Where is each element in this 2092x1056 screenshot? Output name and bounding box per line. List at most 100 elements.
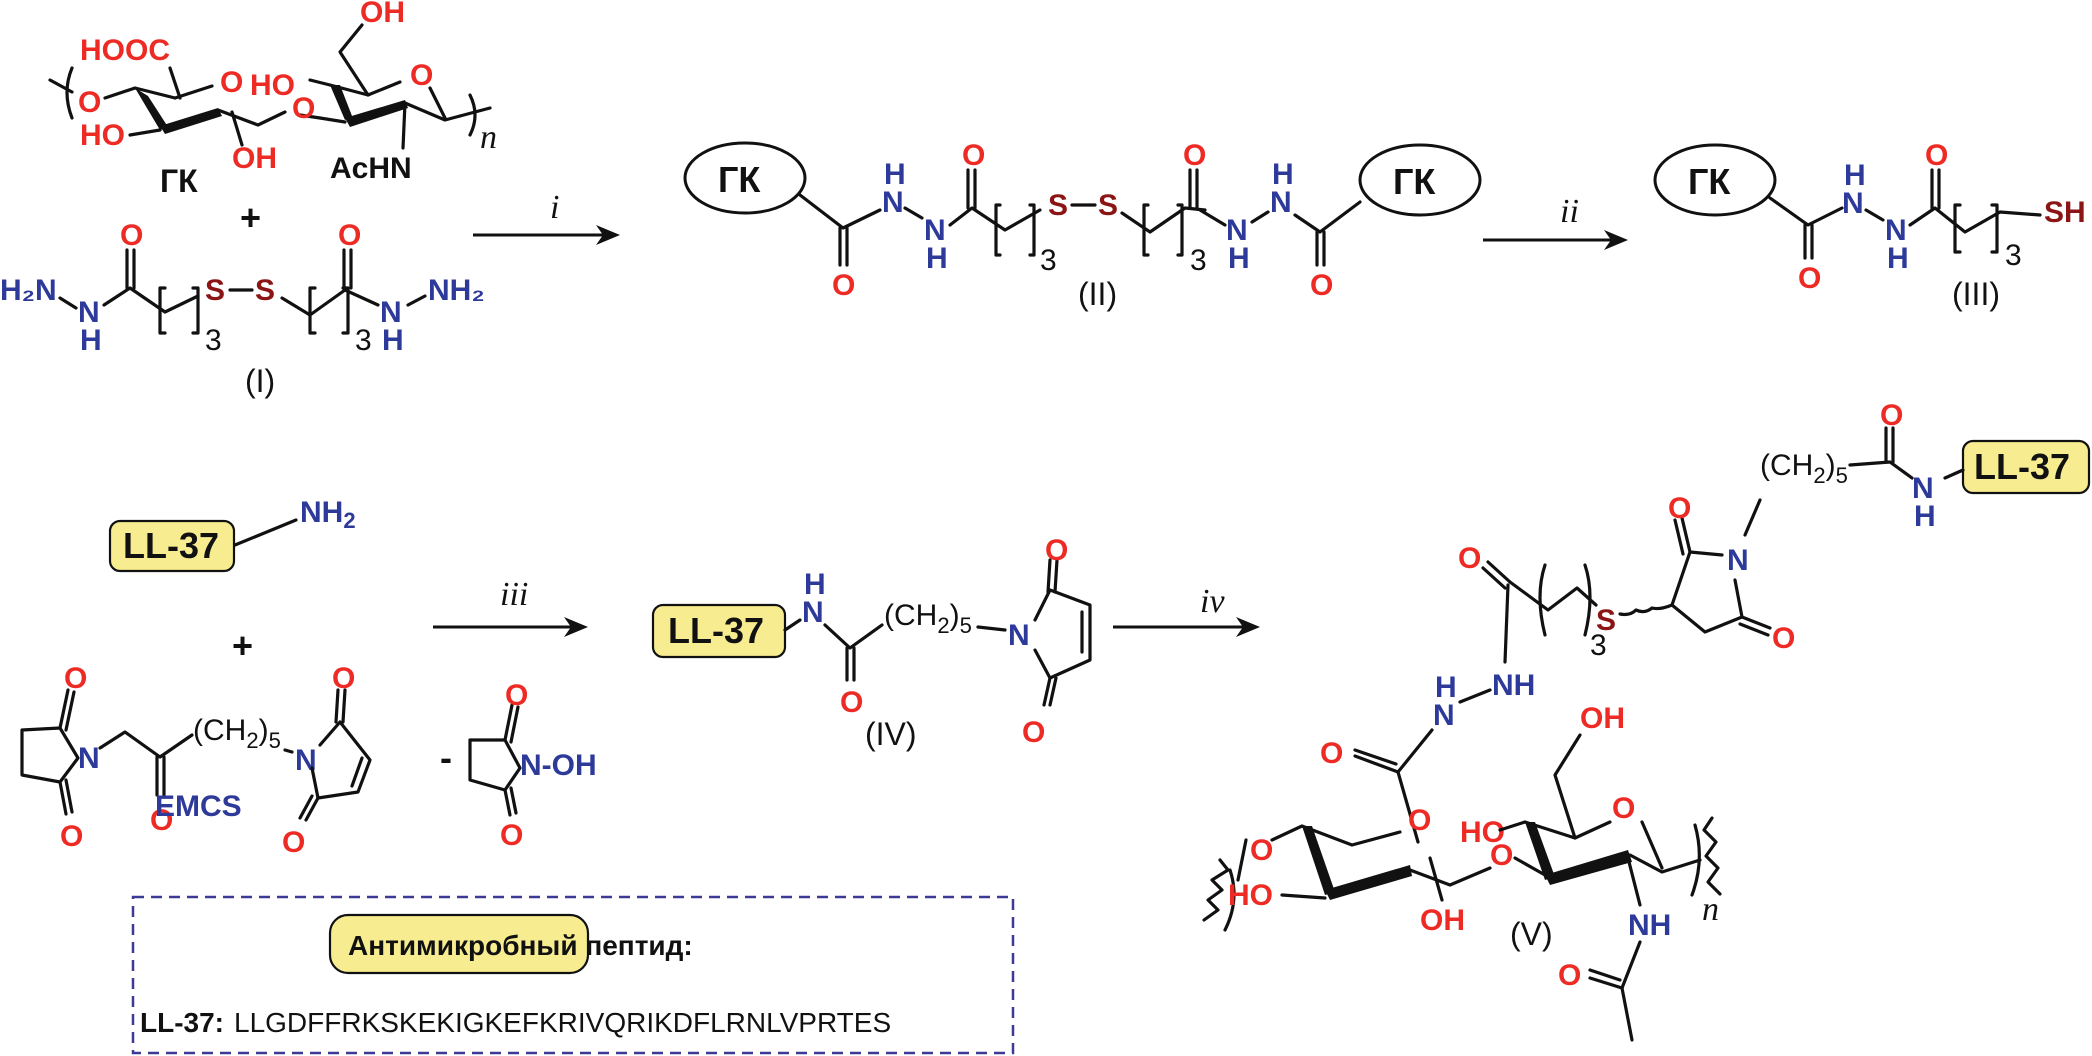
atom-h: H <box>1228 242 1250 275</box>
subscript-3: 3 <box>1590 629 1607 662</box>
emcs-label: EMCS <box>155 790 242 823</box>
ha-oval-right-label: ГК <box>1393 161 1436 202</box>
dashed-border <box>131 895 1015 1055</box>
subscript-3: 3 <box>2005 239 2022 272</box>
compound-V: LL-37 N H O (CH2)5 N O O S 3 O NH N H O <box>1202 399 2091 1042</box>
atom-o: O <box>1880 399 1903 432</box>
subscript-3-left: 3 <box>205 324 222 357</box>
reagent-ii: ii <box>1560 193 1579 230</box>
atom-n: N <box>1842 187 1864 220</box>
atom-ho: HO <box>80 119 125 152</box>
atom-n-oh: N-OH <box>520 749 597 782</box>
atom-nh: NH <box>1628 909 1671 942</box>
atom-n: N <box>1912 472 1934 505</box>
atom-n: N <box>802 596 824 629</box>
atom-h: H <box>1272 158 1294 191</box>
ha-oval-label: ГК <box>1688 161 1731 202</box>
hyaluronic-acid-structure: HOOC O HO O OH HO O OH O AcHN n ГК <box>48 0 497 199</box>
ll37-box <box>1961 439 2091 495</box>
peptide-sequence-line: LL-37: LLGDFFRKSKEKIGKEFKRIVQRIKDFLRNLVP… <box>140 1007 891 1038</box>
atom-h: H <box>1844 159 1866 192</box>
atom-o: O <box>1925 139 1948 172</box>
atom-o: O <box>1320 737 1343 770</box>
ha-oval-right <box>1358 143 1482 217</box>
atom-n-left: N <box>78 296 100 329</box>
compound-I: H₂N N H O 3 S S 3 O N H NH₂ (I) <box>0 219 485 399</box>
atom-n: N <box>1433 699 1455 732</box>
emcs-structure: O O N O (CH2)5 N O O EMCS <box>20 662 372 859</box>
iv-chain: (CH2)5 <box>884 599 972 638</box>
atom-h: H <box>884 158 906 191</box>
atom-o-right: O <box>338 219 361 252</box>
reaction-arrow-ii: ii <box>1483 193 1628 250</box>
peptide-info-box: Антимикробный пептид: LL-37: LLGDFFRKSKE… <box>131 895 1015 1055</box>
atom-n: N <box>1270 186 1292 219</box>
atom-sh: SH <box>2044 196 2086 229</box>
sequence-label: LL-37: <box>140 1007 224 1038</box>
atom-ho2: HO <box>250 69 295 102</box>
atom-o: O <box>1408 804 1431 837</box>
ll37-label: LL-37 <box>123 525 219 566</box>
atom-h: H <box>926 242 948 275</box>
v-chain: (CH2)5 <box>1760 449 1848 488</box>
atom-o: O <box>840 686 863 719</box>
atom-o: O <box>1490 839 1513 872</box>
atom-o: O <box>1310 269 1333 302</box>
atom-oh-ch2: OH <box>360 0 405 29</box>
reagent-iv: iv <box>1200 583 1225 620</box>
atom-nh: NH <box>1492 669 1535 702</box>
reagent-iii: iii <box>500 576 528 613</box>
ll37-amine: LL-37 NH2 <box>108 496 356 573</box>
atom-ho: HO <box>1460 816 1505 849</box>
atom-h-left: H <box>80 324 102 357</box>
atom-ho: HO <box>1228 879 1273 912</box>
atom-h: H <box>1435 671 1457 704</box>
atom-n: N <box>924 214 946 247</box>
atom-o: O <box>60 820 83 853</box>
atom-o: O <box>1798 262 1821 295</box>
atom-o: O <box>1668 492 1691 525</box>
atom-o: O <box>832 269 855 302</box>
compound-II: ГК O N H N H O 3 S S 3 O N H N H O ГК (I… <box>683 139 1482 312</box>
atom-s: S <box>1098 189 1118 222</box>
repeat-n: n <box>480 119 497 156</box>
atom-o: O <box>1250 834 1273 867</box>
atom-oh: OH <box>1580 702 1625 735</box>
compound-IV: LL-37 N H O (CH2)5 N O O (IV) <box>651 534 1092 752</box>
sequence-value: LLGDFFRKSKEKIGKEFKRIVQRIKDFLRNLVPRTES <box>234 1007 891 1038</box>
atom-h: H <box>804 568 826 601</box>
atom-s: S <box>1596 604 1616 637</box>
peptide-heading-badge <box>328 913 590 975</box>
atom-o-glyco: O <box>292 92 315 125</box>
atom-o: O <box>1772 622 1795 655</box>
ll37-label: LL-37 <box>668 610 764 651</box>
atom-o: O <box>500 819 523 852</box>
atom-hooc: HOOC <box>80 34 170 67</box>
reaction-arrow-iv: iv <box>1113 583 1260 637</box>
ha-oval-left <box>683 141 807 215</box>
atom-h: H <box>1887 242 1909 275</box>
ll37-label: LL-37 <box>1974 446 2070 487</box>
atom-h: H <box>1914 500 1936 533</box>
atom-o: O <box>1558 959 1581 992</box>
atom-o-link: O <box>78 86 101 119</box>
atom-n: N <box>1226 214 1248 247</box>
peptide-heading: Антимикробный пептид: <box>348 930 693 961</box>
emcs-chain: (CH2)5 <box>193 714 281 753</box>
reagent-i: i <box>550 189 559 226</box>
atom-oh: OH <box>1420 904 1465 937</box>
atom-n: N <box>78 742 100 775</box>
atom-o: O <box>1022 716 1045 749</box>
atom-s: S <box>1048 189 1068 222</box>
atom-n-right: N <box>380 296 402 329</box>
atom-oh1: OH <box>232 142 277 175</box>
atom-o-ring1: O <box>220 66 243 99</box>
atom-n: N <box>1885 214 1907 247</box>
ha-oval <box>1653 143 1777 217</box>
repeat-n: n <box>1702 891 1719 928</box>
nhs-byproduct: - O O N-OH <box>440 679 597 852</box>
atom-o: O <box>962 139 985 172</box>
compound-IV-label: (IV) <box>865 716 917 752</box>
atom-o: O <box>282 826 305 859</box>
